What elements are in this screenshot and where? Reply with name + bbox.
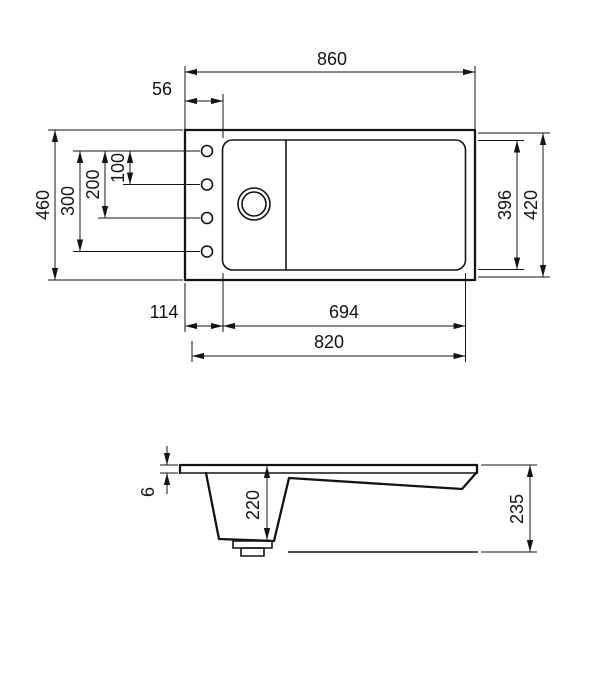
dim-235: 235: [481, 464, 537, 553]
section-view: 6 220 235: [138, 446, 537, 557]
dim-56: 56: [152, 79, 224, 138]
tap-hole-1: [200, 144, 214, 158]
tap-hole-4: [200, 245, 214, 258]
plan-view: 860 56 460 300: [33, 49, 550, 362]
dim-label-6: 6: [138, 487, 158, 497]
dim-300: 300: [58, 150, 200, 252]
dim-420: 420: [478, 132, 550, 278]
dim-label-460: 460: [33, 190, 53, 220]
dim-label-56: 56: [152, 79, 172, 99]
dim-label-235: 235: [507, 494, 527, 524]
dim-label-100: 100: [108, 153, 128, 183]
basin-rect: [221, 139, 467, 271]
dim-label-220: 220: [243, 490, 263, 520]
dim-114: 114: [150, 273, 224, 332]
tap-hole-2: [200, 178, 214, 191]
bowl-profile-path: [204, 470, 479, 543]
dim-200: 200: [83, 150, 200, 219]
tap-hole-3: [200, 211, 214, 225]
dim-694: 694: [222, 273, 466, 362]
dim-label-694: 694: [329, 302, 359, 322]
dim-820: 820: [191, 332, 466, 362]
dim-label-420: 420: [521, 190, 541, 220]
dim-label-820: 820: [314, 332, 344, 352]
dim-label-396: 396: [495, 190, 515, 220]
dim-6: 6: [138, 446, 178, 497]
dim-label-300: 300: [58, 186, 78, 216]
drain-outlet: [240, 547, 265, 557]
dim-100: 100: [108, 150, 200, 185]
dim-860: 860: [184, 49, 476, 129]
dim-220: 220: [243, 465, 271, 541]
drain-outer-circle: [237, 187, 271, 221]
sink-outline-rect: [183, 128, 477, 282]
drain-inner-circle: [241, 191, 267, 217]
dim-label-200: 200: [83, 169, 103, 199]
dim-460: 460: [33, 129, 183, 281]
dim-label-114: 114: [150, 302, 179, 322]
dim-396: 396: [478, 140, 524, 270]
dim-label-860: 860: [317, 49, 347, 69]
